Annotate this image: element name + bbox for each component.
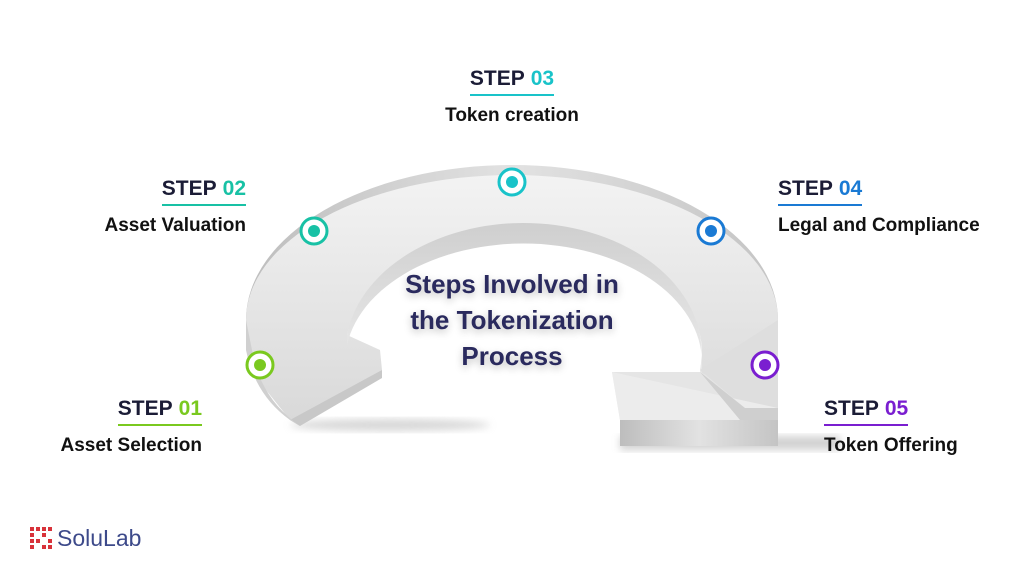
title-line-2: the Tokenization [410,305,614,335]
title-line-1: Steps Involved in [405,269,619,299]
step-02-description: Asset Valuation [104,215,247,236]
step-01-number: 01 [178,397,202,420]
step-04-number: 04 [838,177,863,200]
step-01-marker [245,350,275,380]
solulab-logo-text: SoluLab [57,525,142,551]
title-line-3: Process [461,341,563,371]
step-05-marker [750,350,780,380]
arrow-head-body [700,320,778,408]
arrow-base [620,420,778,446]
step-02-marker [299,216,329,246]
step-05-description: Token Offering [824,435,958,456]
step-04-description: Legal and Compliance [778,215,980,236]
arc-floor-shadow-left [290,419,490,431]
solulab-logo-icon [30,527,52,549]
arc-body [246,175,778,420]
step-05-number: 05 [884,397,909,420]
solulab-logo: SoluLab [30,524,141,552]
step-03-number: 03 [530,67,555,90]
step-03-description: Token creation [445,105,579,126]
step-02-number: 02 [222,177,246,200]
arc-left-tail [290,370,382,426]
step-04-marker [696,216,726,246]
step-01-description: Asset Selection [60,435,203,456]
diagram-title: Steps Involved in the Tokenization Proce… [362,266,662,374]
step-03-marker [497,167,527,197]
arrow-side [700,372,778,420]
